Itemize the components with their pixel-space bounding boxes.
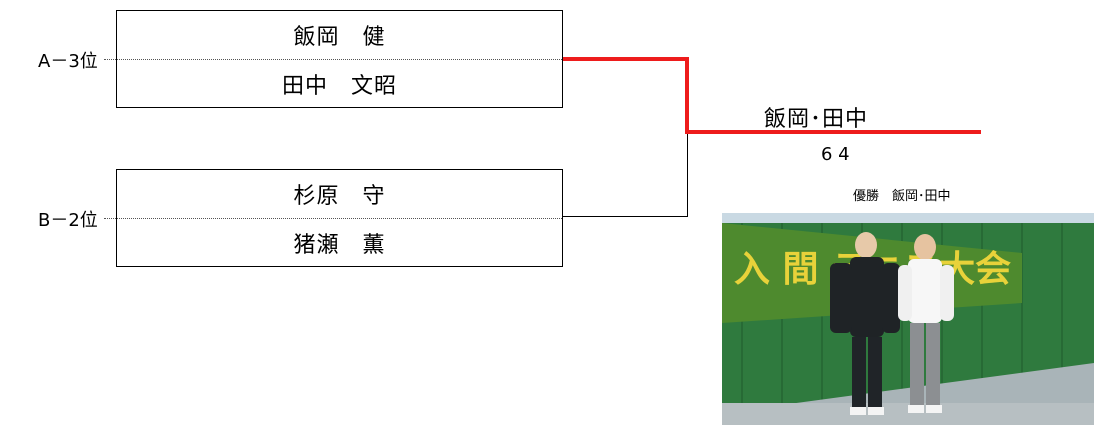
winner-line-h2 <box>685 130 981 134</box>
bracket-line-v <box>687 134 688 217</box>
player-name: 杉原 守 <box>293 184 386 209</box>
seed-connector-b2 <box>104 218 116 219</box>
winner-line-h1 <box>563 57 689 61</box>
winner-line-v <box>685 57 689 134</box>
champion-photo-illustration: 入 間 テニス大会 <box>722 213 1094 425</box>
winner-names: 飯岡･田中 <box>764 107 869 132</box>
seed-connector-a3 <box>104 59 116 60</box>
player-name: 田中 文昭 <box>117 59 562 108</box>
match-box-1: 飯岡 健 田中 文昭 <box>116 10 563 108</box>
seed-label-b2: B－2位 <box>38 210 98 231</box>
final-score: 6 4 <box>821 144 850 165</box>
player-name: 飯岡 健 <box>293 25 386 50</box>
seed-label-a3: A－3位 <box>38 51 98 72</box>
photo-caption: 優勝 飯岡･田中 <box>853 189 951 204</box>
match-box-2: 杉原 守 猪瀬 薫 <box>116 169 563 267</box>
bracket-line-h <box>563 216 688 217</box>
player-name: 猪瀬 薫 <box>117 218 562 267</box>
champion-photo: 入 間 テニス大会 <box>722 213 1094 425</box>
